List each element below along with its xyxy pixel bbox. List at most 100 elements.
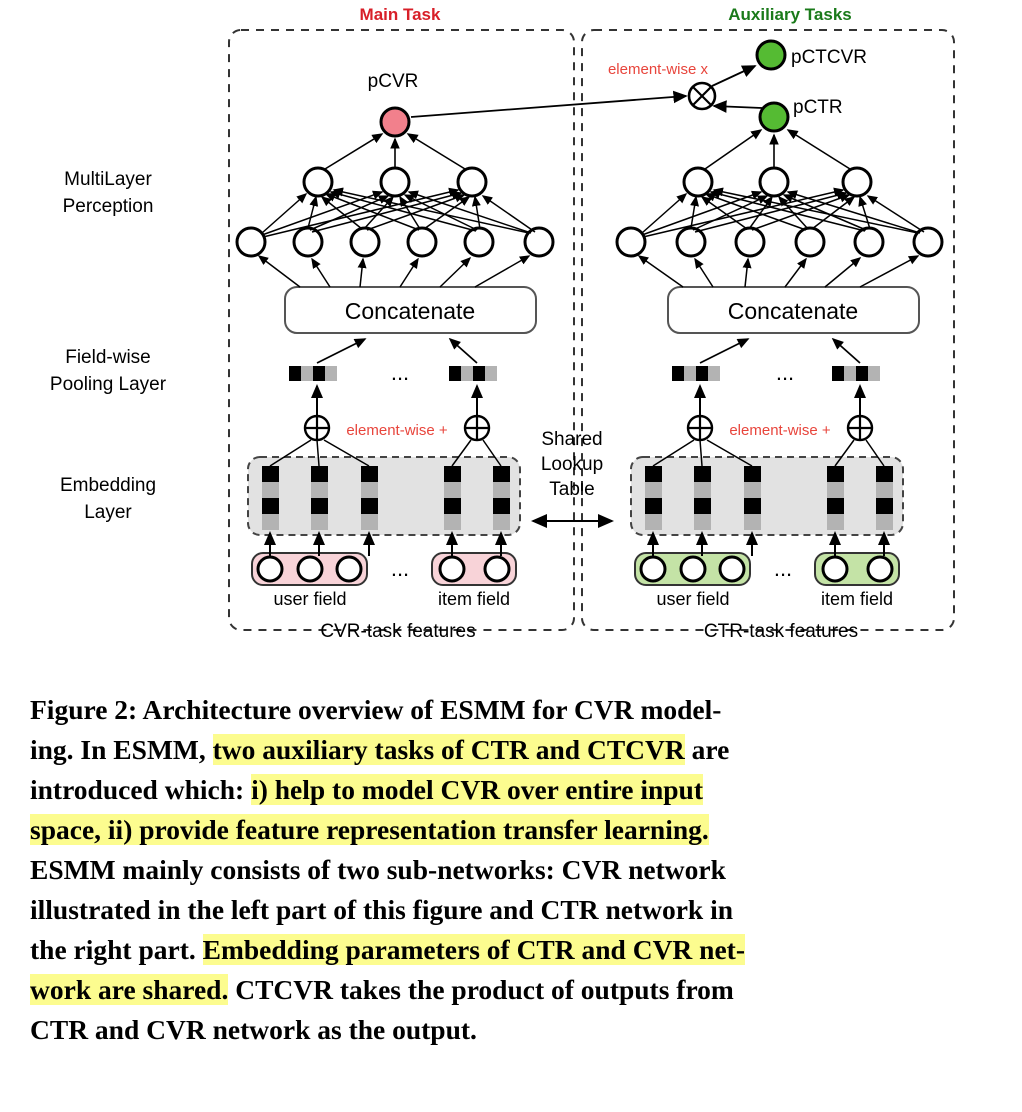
caption-line: space, ii) provide feature representatio… xyxy=(30,810,992,850)
edge-pcvr-to-times xyxy=(410,90,688,118)
caption-text: Figure 2: Architecture overview of ESMM … xyxy=(30,694,722,725)
caption-text: ing. In ESMM, xyxy=(30,734,213,765)
caption-line: CTR and CVR network as the output. xyxy=(30,1010,992,1050)
embedding-column xyxy=(493,466,510,530)
main-task-title: Main Task xyxy=(360,5,441,24)
aux-edges-plus-to-pooling xyxy=(694,384,866,415)
mlp-node xyxy=(302,166,334,198)
mlp-node xyxy=(682,166,714,198)
caption-text: CTR and CVR network as the output. xyxy=(30,1014,477,1045)
mlp-node xyxy=(463,226,495,258)
aux-pooling-vector-user xyxy=(672,366,720,381)
main-edges-feature-to-embedding xyxy=(264,531,507,556)
caption-highlight: i) help to model CVR over entire input xyxy=(251,774,704,805)
main-pooling-vector-item xyxy=(449,366,497,381)
edge-pctr-to-times xyxy=(712,100,763,113)
caption-line: the right part. Embedding parameters of … xyxy=(30,930,992,970)
auxiliary-tasks-title: Auxiliary Tasks xyxy=(728,5,851,24)
pctr-node xyxy=(758,101,790,133)
edge-times-to-pctcvr xyxy=(711,65,757,87)
caption-line: introduced which: i) help to model CVR o… xyxy=(30,770,992,810)
caption-highlight: work are shared. xyxy=(30,974,229,1005)
caption-text: illustrated in the left part of this fig… xyxy=(30,894,734,925)
aux-mlp-input-layer xyxy=(615,226,944,258)
caption-highlight: two auxiliary tasks of CTR and CTCVR xyxy=(212,734,685,765)
main-edges-plus-to-pooling xyxy=(311,384,483,415)
aux-feature-circles xyxy=(639,555,894,583)
caption-text: introduced which: xyxy=(30,774,252,805)
caption-line: ESMM mainly consists of two sub-networks… xyxy=(30,850,992,890)
caption-text: are xyxy=(684,734,730,765)
aux-feature-ellipsis: ... xyxy=(774,556,792,581)
embedding-column xyxy=(876,466,893,530)
mlp-node xyxy=(841,166,873,198)
main-feature-circles xyxy=(256,555,511,583)
main-embedding-columns xyxy=(262,466,510,530)
mlp-node xyxy=(912,226,944,258)
mlp-node xyxy=(235,226,267,258)
figure-caption: Figure 2: Architecture overview of ESMM … xyxy=(30,690,992,1050)
embedding-column xyxy=(645,466,662,530)
embedding-column xyxy=(744,466,761,530)
aux-edges-hidden-to-output xyxy=(704,129,851,170)
main-elementwise-plus-item xyxy=(463,414,491,442)
pctcvr-label: pCTCVR xyxy=(791,47,867,68)
pctcvr-node xyxy=(755,39,787,71)
mlp-node xyxy=(456,166,488,198)
pcvr-node xyxy=(379,106,411,138)
aux-elementwise-plus-label: element-wise + xyxy=(729,422,831,439)
caption-line: work are shared. CTCVR takes the product… xyxy=(30,970,992,1010)
main-concatenate-box xyxy=(284,286,537,334)
aux-concatenate-box xyxy=(667,286,920,334)
main-edges-hidden-to-output xyxy=(324,133,466,170)
svg-text:Table: Table xyxy=(549,479,594,500)
caption-line: ing. In ESMM, two auxiliary tasks of CTR… xyxy=(30,730,992,770)
main-elementwise-plus-user xyxy=(303,414,331,442)
elementwise-times-node xyxy=(687,81,717,111)
mlp-node xyxy=(349,226,381,258)
svg-text:Perception: Perception xyxy=(63,196,154,217)
svg-text:Layer: Layer xyxy=(84,502,132,523)
caption-line: illustrated in the left part of this fig… xyxy=(30,890,992,930)
main-edges-pooling-to-concat xyxy=(316,337,478,364)
embedding-column xyxy=(311,466,328,530)
layer-label-mlp: MultiLayer Perception xyxy=(63,169,154,217)
aux-elementwise-plus-user xyxy=(686,414,714,442)
main-item-field-label: item field xyxy=(438,589,510,609)
svg-text:Pooling Layer: Pooling Layer xyxy=(50,374,167,395)
shared-lookup-table-label: Shared Lookup Table xyxy=(541,429,603,500)
main-task-features-label: CVR-task features xyxy=(320,621,475,642)
aux-edges-concat-to-mlp xyxy=(637,255,920,288)
aux-pooling-ellipsis: ... xyxy=(776,360,794,385)
embedding-column xyxy=(361,466,378,530)
mlp-node xyxy=(379,166,411,198)
aux-embedding-box xyxy=(630,456,904,536)
aux-elementwise-plus-item xyxy=(846,414,874,442)
caption-highlight: Embedding parameters of CTR and CVR net- xyxy=(202,934,745,965)
elementwise-times-label: element-wise x xyxy=(608,61,709,78)
caption-text: the right part. xyxy=(30,934,203,965)
aux-edges-pooling-to-concat xyxy=(699,337,861,364)
main-task-panel xyxy=(228,29,575,631)
mlp-node xyxy=(292,226,324,258)
aux-concatenate-label: Concatenate xyxy=(728,298,858,324)
aux-edges-input-to-hidden xyxy=(641,187,925,238)
aux-mlp-hidden-layer xyxy=(682,166,873,198)
svg-text:Shared: Shared xyxy=(541,429,602,450)
mlp-node xyxy=(794,226,826,258)
mlp-node xyxy=(853,226,885,258)
figure-diagram: Main Task Auxiliary Tasks MultiLayer Per… xyxy=(50,5,955,642)
pctr-label: pCTR xyxy=(793,97,843,118)
layer-label-embedding: Embedding Layer xyxy=(60,475,156,523)
main-edges-embedding-to-plus xyxy=(269,439,502,467)
caption-line: Figure 2: Architecture overview of ESMM … xyxy=(30,690,992,730)
embedding-column xyxy=(694,466,711,530)
aux-user-field-label: user field xyxy=(656,589,729,609)
main-pooling-vector-user xyxy=(289,366,337,381)
caption-highlight: space, ii) provide feature representatio… xyxy=(30,814,709,845)
svg-text:MultiLayer: MultiLayer xyxy=(64,169,152,190)
aux-item-field-label: item field xyxy=(821,589,893,609)
aux-edges-embedding-to-plus xyxy=(652,439,885,467)
mlp-node xyxy=(675,226,707,258)
aux-edges-feature-to-embedding xyxy=(647,531,890,556)
